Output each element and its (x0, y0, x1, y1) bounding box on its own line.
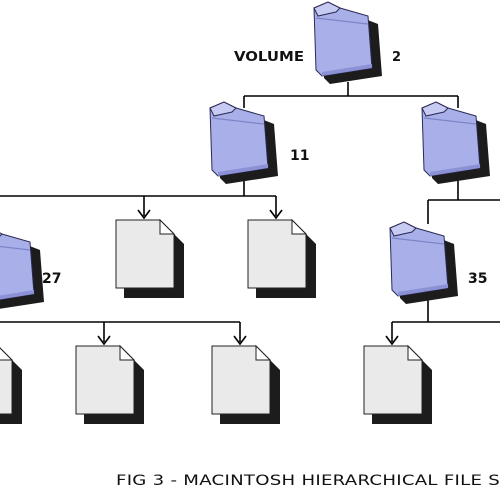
connector-lines (0, 82, 500, 342)
document-icon (247, 219, 317, 299)
root-number-label: 2 (392, 50, 401, 65)
figure-caption: FIG 3 - MACINTOSH HIERARCHICAL FILE S (116, 473, 500, 489)
folder-d-icon (389, 221, 459, 305)
document-icon (363, 345, 433, 425)
volume-label: VOLUME (234, 50, 304, 65)
root-volume-folder-icon (313, 1, 383, 85)
document-icon (75, 345, 145, 425)
folder-c-number-label: 27 (42, 271, 61, 287)
document-icon (0, 345, 23, 425)
folder-a-number-label: 11 (290, 148, 309, 164)
document-icon (115, 219, 185, 299)
folder-c-icon (0, 227, 45, 311)
folder-a-icon (209, 101, 279, 185)
folder-d-number-label: 35 (468, 271, 487, 287)
folder-b-icon (421, 101, 491, 185)
document-icon (211, 345, 281, 425)
arrowheads (97, 209, 399, 346)
